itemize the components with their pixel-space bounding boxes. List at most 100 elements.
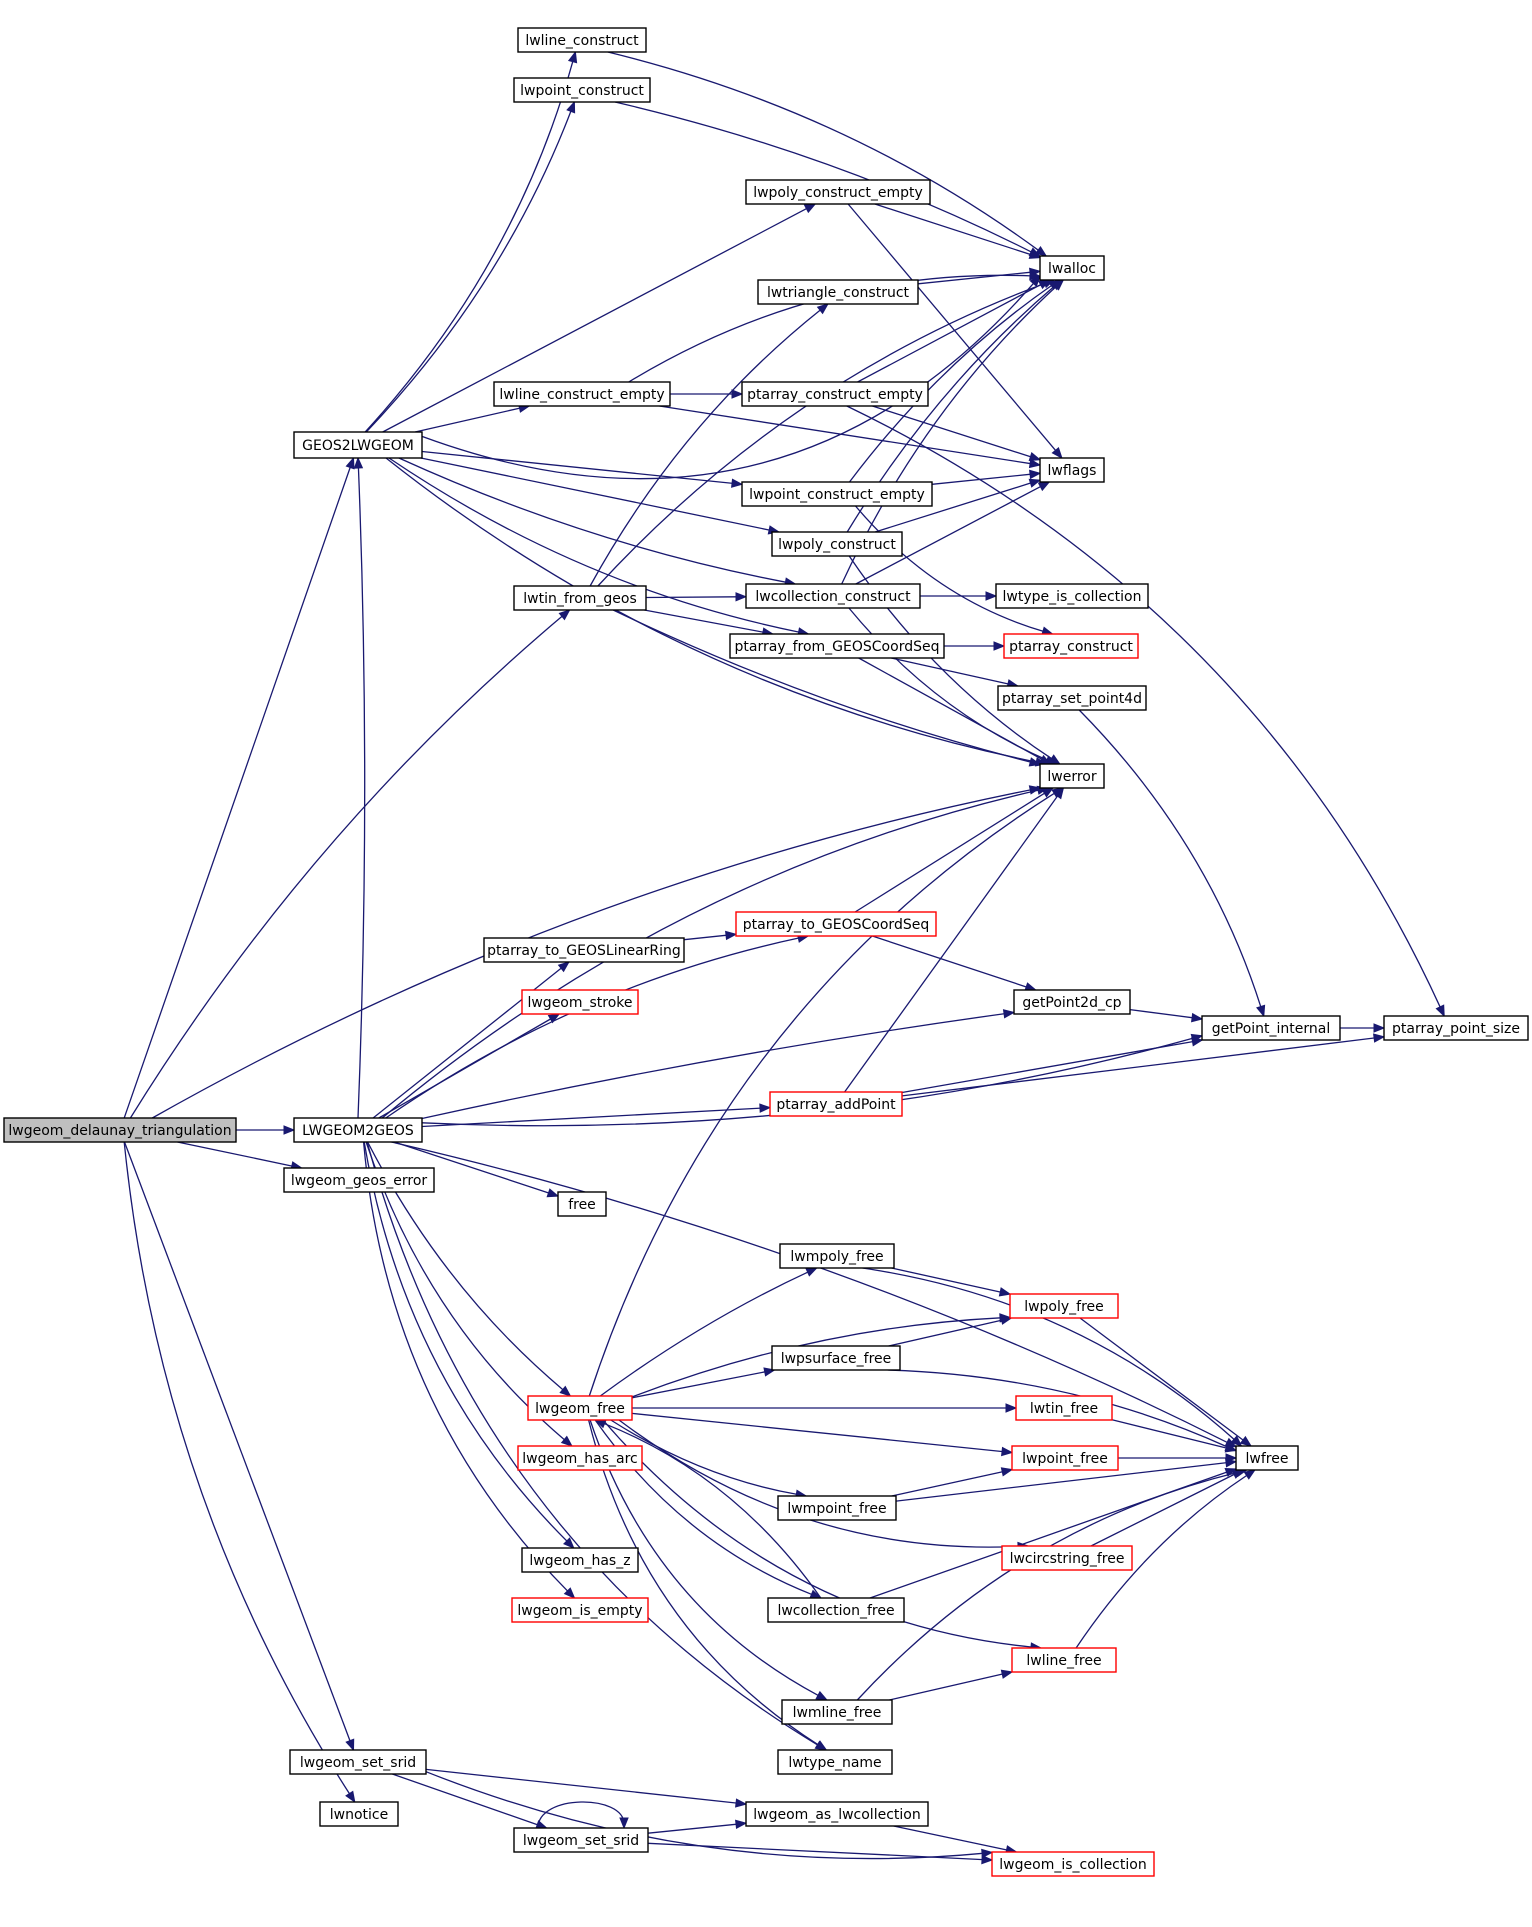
node-lwgeom_stroke[interactable]: lwgeom_stroke: [521, 989, 639, 1015]
node-label: lwline_free: [1026, 1653, 1101, 1669]
edge-arrowhead: [998, 1287, 1012, 1297]
node-lwnotice[interactable]: lwnotice: [319, 1801, 399, 1827]
node-lwgeom_is_empty[interactable]: lwgeom_is_empty: [511, 1597, 649, 1623]
node-free[interactable]: free: [557, 1191, 607, 1217]
edge-line: [614, 101, 1033, 253]
edge-line: [589, 309, 822, 587]
node-lwtriangle_construct[interactable]: lwtriangle_construct: [757, 279, 919, 305]
edge-line: [647, 1823, 738, 1834]
edge-lwpsurface_free-to-lwpoly_free: [888, 1315, 1013, 1347]
edge-getPoint2d_cp-to-getPoint_internal: [1129, 1008, 1204, 1023]
node-lwtype_name[interactable]: lwtype_name: [777, 1749, 893, 1775]
edge-line: [603, 1422, 822, 1599]
edge-arrowhead: [1000, 1669, 1014, 1679]
edge-line: [588, 792, 1056, 1397]
nodes-layer: lwgeom_delaunay_triangulation GEOS2LWGEOM…: [3, 27, 1529, 1877]
node-ptarray_from_GEOSCoordSeq[interactable]: ptarray_from_GEOSCoordSeq: [729, 633, 945, 659]
node-label: GEOS2LWGEOM: [302, 438, 414, 454]
node-lwgeom_delaunay_triangulation[interactable]: lwgeom_delaunay_triangulation: [3, 1117, 237, 1143]
node-lwline_construct[interactable]: lwline_construct: [517, 27, 647, 53]
node-ptarray_addPoint[interactable]: ptarray_addPoint: [769, 1091, 903, 1117]
node-label: lwgeom_is_collection: [999, 1857, 1146, 1873]
node-lwgeom_set_srid_a[interactable]: lwgeom_set_srid: [289, 1749, 427, 1775]
edge-line: [129, 615, 564, 1119]
node-label: lwmline_free: [793, 1705, 882, 1721]
node-label: lwerror: [1047, 769, 1096, 785]
node-box: [1001, 1545, 1133, 1571]
node-box: [771, 531, 903, 557]
node-lwpoint_construct_empty[interactable]: lwpoint_construct_empty: [741, 481, 933, 507]
node-lwgeom_has_z[interactable]: lwgeom_has_z: [521, 1547, 639, 1573]
node-box: [1383, 1015, 1529, 1041]
node-lwmpoly_free[interactable]: lwmpoly_free: [779, 1243, 895, 1269]
node-label: lwline_construct: [525, 33, 639, 49]
edge-arrowhead: [1037, 481, 1051, 492]
node-ptarray_to_GEOSLinearRing[interactable]: ptarray_to_GEOSLinearRing: [483, 937, 685, 963]
edge-line: [891, 1267, 1002, 1293]
node-lwcollection_free[interactable]: lwcollection_free: [767, 1597, 905, 1623]
node-LWGEOM2GEOS[interactable]: LWGEOM2GEOS: [293, 1117, 423, 1143]
node-lwfree[interactable]: lwfree: [1235, 1445, 1299, 1471]
node-ptarray_to_GEOSCoordSeq[interactable]: ptarray_to_GEOSCoordSeq: [735, 911, 937, 937]
node-lwpsurface_free[interactable]: lwpsurface_free: [771, 1345, 901, 1371]
node-lwpoly_construct[interactable]: lwpoly_construct: [771, 531, 903, 557]
node-box: [521, 989, 639, 1015]
edge-lwline_construct_empty-to-lwflags: [659, 405, 1042, 469]
edge-line: [847, 203, 1057, 452]
node-box: [745, 583, 921, 609]
edge-lwpoint_free-to-lwfree: [1118, 1453, 1238, 1463]
node-lwerror[interactable]: lwerror: [1039, 763, 1105, 789]
edge-arrowhead: [1028, 478, 1042, 488]
node-lwgeom_is_collection[interactable]: lwgeom_is_collection: [991, 1851, 1155, 1877]
edge-arrowhead: [809, 1589, 823, 1599]
edge-line: [421, 450, 734, 485]
node-ptarray_set_point4d[interactable]: ptarray_set_point4d: [997, 685, 1147, 711]
edge-arrowhead: [993, 641, 1006, 651]
node-box: [1039, 763, 1105, 789]
node-lwtin_free[interactable]: lwtin_free: [1015, 1395, 1113, 1421]
node-lwtin_from_geos[interactable]: lwtin_from_geos: [513, 585, 647, 611]
node-label: lwgeom_stroke: [527, 995, 632, 1011]
edge-arrowhead: [731, 389, 744, 399]
node-lwline_free[interactable]: lwline_free: [1011, 1647, 1117, 1673]
edge-arrowhead: [1028, 452, 1042, 462]
edge-line: [848, 607, 1049, 761]
node-lwflags[interactable]: lwflags: [1039, 457, 1105, 483]
node-getPoint_internal[interactable]: getPoint_internal: [1201, 1015, 1341, 1041]
edge-ptarray_addPoint-to-lwerror: [844, 786, 1065, 1093]
node-getPoint2d_cp[interactable]: getPoint2d_cp: [1013, 989, 1131, 1015]
node-label: lwpoint_construct: [520, 83, 644, 99]
node-ptarray_construct[interactable]: ptarray_construct: [1003, 633, 1139, 659]
edge-arrowhead: [1373, 1023, 1386, 1033]
node-GEOS2LWGEOM[interactable]: GEOS2LWGEOM: [293, 431, 423, 459]
node-lwgeom_set_srid_b[interactable]: lwgeom_set_srid: [513, 1827, 649, 1853]
node-lwpoint_construct[interactable]: lwpoint_construct: [513, 77, 651, 103]
node-lwtype_is_collection[interactable]: lwtype_is_collection: [995, 583, 1149, 609]
node-lwgeom_geos_error[interactable]: lwgeom_geos_error: [283, 1167, 435, 1193]
node-lwmline_free[interactable]: lwmline_free: [781, 1699, 893, 1725]
node-lwpoly_free[interactable]: lwpoly_free: [1009, 1293, 1119, 1319]
edge-lwcircstring_free-to-lwfree: [1090, 1469, 1245, 1547]
edge-arrowhead: [735, 1819, 748, 1829]
node-ptarray_construct_empty[interactable]: ptarray_construct_empty: [741, 381, 929, 407]
node-lwcircstring_free[interactable]: lwcircstring_free: [1001, 1545, 1133, 1571]
edge-line: [123, 1141, 351, 1795]
node-lwpoly_construct_empty[interactable]: lwpoly_construct_empty: [745, 179, 931, 205]
node-lwcollection_construct[interactable]: lwcollection_construct: [745, 583, 921, 609]
node-lwalloc[interactable]: lwalloc: [1039, 255, 1105, 281]
node-lwmpoint_free[interactable]: lwmpoint_free: [777, 1495, 897, 1521]
node-lwpoint_free[interactable]: lwpoint_free: [1011, 1445, 1119, 1471]
node-lwgeom_free[interactable]: lwgeom_free: [527, 1395, 633, 1421]
edge-line: [599, 1271, 809, 1397]
edge-line: [1075, 1474, 1248, 1649]
edge-lwcollection_construct-to-lwtype_is_collection: [919, 591, 998, 601]
edge-arrowhead: [560, 1435, 573, 1447]
edge-line: [891, 1470, 1004, 1497]
node-ptarray_point_size[interactable]: ptarray_point_size: [1383, 1015, 1529, 1041]
edge-arrowhead: [1028, 757, 1042, 767]
node-lwgeom_has_arc[interactable]: lwgeom_has_arc: [517, 1445, 643, 1471]
edge-ptarray_to_GEOSCoordSeq-to-lwerror: [854, 787, 1055, 913]
node-lwline_construct_empty[interactable]: lwline_construct_empty: [493, 381, 671, 407]
node-lwgeom_as_lwcollection[interactable]: lwgeom_as_lwcollection: [745, 1801, 929, 1827]
edge-arrowhead: [1243, 1469, 1257, 1480]
